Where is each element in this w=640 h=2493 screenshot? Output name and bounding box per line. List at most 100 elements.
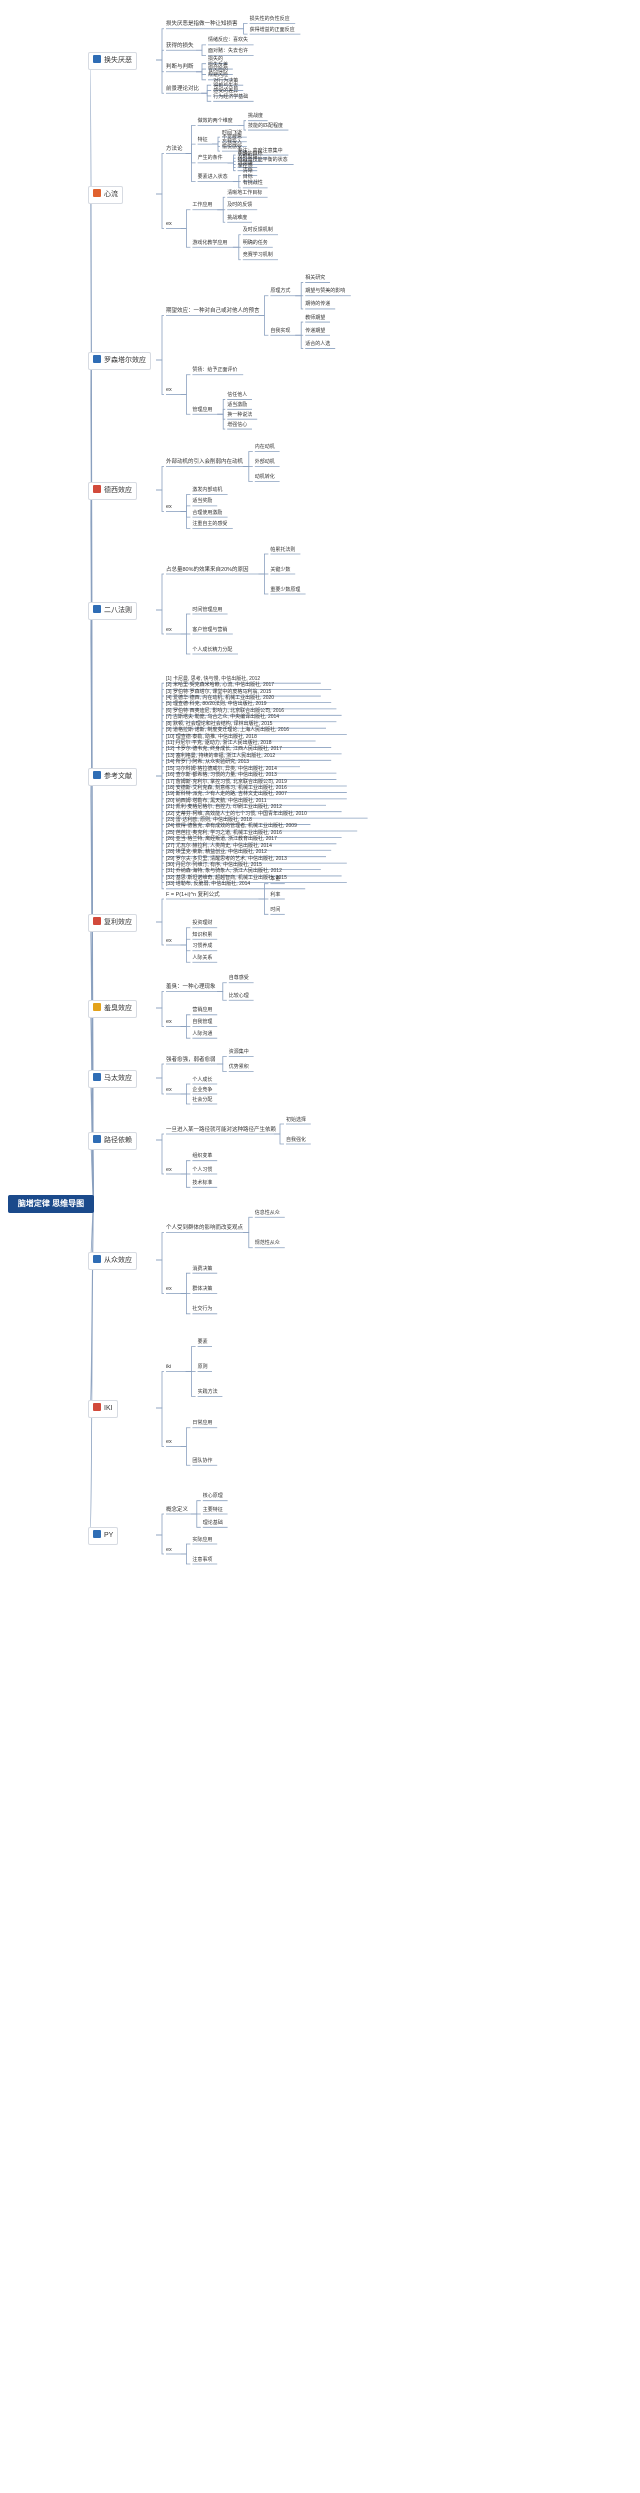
- node-b2-a2a[interactable]: 时间飞逝: [222, 129, 243, 136]
- node-b2-a2c[interactable]: 忘我投入: [222, 138, 243, 145]
- node-b7-a2[interactable]: 利率: [270, 891, 281, 898]
- node-b13-a1[interactable]: 核心原理: [202, 1493, 223, 1500]
- node-b8-b3[interactable]: 人际沟通: [192, 1030, 213, 1037]
- reference-item[interactable]: [31] 乔纳森·海特, 象与骑象人, 浙江人民出版社, 2012: [166, 868, 282, 875]
- node-b2-a1b[interactable]: 技能的匹配程度: [248, 122, 284, 129]
- node-b3-a2a[interactable]: 教师期望: [305, 314, 326, 321]
- node-b2-a3e[interactable]: 沉浸感: [237, 160, 253, 167]
- node-b4-a1[interactable]: 内在动机: [254, 444, 275, 450]
- node-b5-b[interactable]: ex: [166, 626, 172, 633]
- node-b2-a3[interactable]: 产生的条件: [197, 155, 223, 162]
- reference-item[interactable]: [9] 道格拉斯·诺斯, 制度变迁理论, 上海人民出版社, 2016: [166, 727, 290, 734]
- branch-b8[interactable]: 羞臭效应: [88, 1000, 137, 1018]
- branch-b1[interactable]: 换失厌恶: [88, 52, 137, 70]
- node-b3-b2b[interactable]: 适当激励: [227, 401, 248, 408]
- node-b2-b2c[interactable]: 竞赛学习机制: [242, 252, 273, 259]
- node-b12-b1[interactable]: 日常应用: [192, 1420, 213, 1427]
- reference-item[interactable]: [28] 埃里克·莱斯, 精益创业, 中信出版社, 2012: [166, 849, 267, 856]
- branch-b4[interactable]: 德西效应: [88, 482, 137, 500]
- node-b12-a2[interactable]: 原则: [197, 1364, 208, 1370]
- node-b1-b1[interactable]: 情绪反应：喜欢失: [208, 37, 249, 44]
- reference-item[interactable]: [17] 詹姆斯·克利尔, 掌控习惯, 北京联合出版公司, 2019: [166, 778, 287, 785]
- node-b7-b2[interactable]: 知识积累: [192, 931, 213, 938]
- node-b5-a[interactable]: 占总量80%的效果来自20%的原因: [166, 566, 249, 573]
- node-b12-b2[interactable]: 团队协作: [192, 1457, 213, 1464]
- branch-b2[interactable]: 心流: [88, 186, 123, 204]
- branch-b11[interactable]: 从众效应: [88, 1252, 137, 1270]
- node-b3-a2b[interactable]: 传递期望: [305, 327, 326, 334]
- node-b11-b1[interactable]: 消费决策: [192, 1265, 213, 1272]
- branch-b3[interactable]: 罗森塔尔效应: [88, 352, 151, 370]
- node-b10-a1[interactable]: 初始选择: [286, 1116, 307, 1123]
- reference-item[interactable]: [14] 所罗门·阿希, 从众实验研究, 2013: [166, 759, 250, 766]
- node-b11-b3[interactable]: 社交行为: [192, 1306, 213, 1313]
- node-b7-a3[interactable]: 时间: [270, 906, 281, 913]
- node-b11-b[interactable]: ex: [166, 1286, 172, 1292]
- reference-item[interactable]: [7] 古斯塔夫·勒庞, 乌合之众, 中央编译出版社, 2014: [166, 714, 280, 721]
- reference-item[interactable]: [22] 史蒂芬·柯维, 高效能人士的七个习惯, 中国青年出版社, 2010: [166, 810, 307, 817]
- node-b2-a2d[interactable]: 愉悦感受: [222, 143, 243, 150]
- node-b9-a2[interactable]: 优势累积: [228, 1064, 249, 1070]
- node-b7-a1[interactable]: 本金: [270, 876, 281, 883]
- reference-item[interactable]: [27] 尤瓦尔·赫拉利, 人类简史, 中信出版社, 2014: [166, 842, 272, 849]
- node-b3-a[interactable]: 期望效应：一种对自己或对他人的预言: [166, 308, 260, 314]
- node-b4-b1[interactable]: 激发内部动机: [192, 487, 223, 494]
- node-b8-b2[interactable]: 自我管理: [192, 1019, 213, 1025]
- node-b2-a3f[interactable]: 掌控感: [237, 163, 253, 170]
- reference-item[interactable]: [25] 芭芭拉·奥克利, 学习之道, 机械工业出版社, 2016: [166, 829, 282, 836]
- reference-item[interactable]: [29] 罗尔夫·多贝里, 清醒思考的艺术, 中信出版社, 2013: [166, 855, 287, 862]
- node-b4-b2[interactable]: 适当奖励: [192, 498, 213, 505]
- node-b8-a[interactable]: 羞臭：一种心理现象: [166, 984, 216, 990]
- node-b2-b1a[interactable]: 清晰地工作目标: [227, 189, 263, 196]
- node-b1-a2[interactable]: 获得增益的正面反应: [249, 26, 295, 33]
- node-b1-d[interactable]: 前景理论对比: [166, 85, 200, 92]
- node-b2-a1[interactable]: 做效的两个维度: [197, 117, 233, 124]
- node-b9-b[interactable]: ex: [166, 1086, 172, 1093]
- node-b7-b1[interactable]: 投资理财: [192, 920, 213, 927]
- node-b1-a[interactable]: 损失厌恶是指做一种让知损害: [166, 21, 238, 28]
- branch-b13[interactable]: PY: [88, 1527, 119, 1545]
- branch-b10[interactable]: 路径依赖: [88, 1132, 137, 1150]
- node-b8-b1[interactable]: 营销应用: [192, 1007, 213, 1014]
- branch-b6[interactable]: 参考文献: [88, 768, 137, 786]
- node-b2-a3c[interactable]: 及时反馈: [237, 153, 258, 160]
- node-b12-a3[interactable]: 实践方法: [197, 1389, 218, 1395]
- reference-item[interactable]: [8] 默顿, 社会理论和社会结构, 译林出版社, 2015: [166, 720, 273, 727]
- node-b1-c1[interactable]: 损失的: [208, 56, 224, 63]
- node-b2-b1b[interactable]: 及时的反馈: [227, 202, 253, 209]
- node-b10-b[interactable]: ex: [166, 1166, 172, 1173]
- node-b1-c2[interactable]: 损失反差: [208, 61, 229, 68]
- node-b2-a4b[interactable]: 目标: [242, 174, 253, 181]
- node-b8-b[interactable]: ex: [166, 1019, 172, 1025]
- node-b1-d1[interactable]: 对行为决策: [213, 77, 239, 84]
- node-b2-a[interactable]: 方法论: [166, 146, 183, 152]
- node-b4-b3[interactable]: 合理使用激励: [192, 509, 223, 516]
- reference-item[interactable]: [5] 理查德·科克, 80/20法则, 中信出版社, 2019: [166, 701, 267, 708]
- node-b5-a2[interactable]: 关键少数: [270, 566, 291, 573]
- node-b5-b3[interactable]: 个人成长精力分配: [192, 646, 233, 653]
- node-b2-b2a[interactable]: 及时反馈机制: [242, 227, 273, 234]
- branch-b12[interactable]: IKI: [88, 1400, 118, 1418]
- reference-item[interactable]: [26] 亚当·格兰特, 离经叛道, 浙江教育出版社, 2017: [166, 836, 277, 843]
- reference-item[interactable]: [1] 卡尼曼, 思考, 快与慢, 中信出版社, 2012: [166, 675, 261, 682]
- node-b13-b2[interactable]: 注意事项: [192, 1556, 213, 1563]
- reference-item[interactable]: [15] 马尔科姆·格拉德威尔, 异类, 中信出版社, 2014: [166, 765, 277, 772]
- node-b4-a[interactable]: 外部动机的引入会削弱内在动机: [166, 459, 244, 465]
- node-b9-a1[interactable]: 资源集中: [228, 1049, 249, 1055]
- node-b2-b2b[interactable]: 明确的任务: [242, 239, 268, 246]
- node-b4-a2[interactable]: 外部动机: [254, 459, 275, 465]
- node-b10-b3[interactable]: 技术标准: [192, 1179, 213, 1186]
- node-b3-b2a[interactable]: 信任他人: [227, 391, 248, 398]
- node-b8-a1[interactable]: 自尊感受: [228, 975, 249, 982]
- node-b2-b2[interactable]: 游戏化教学应用: [192, 239, 228, 246]
- reference-item[interactable]: [32] 基思·斯坦诺维奇, 超越智商, 机械工业出版社, 2015: [166, 874, 287, 881]
- node-b4-b[interactable]: ex: [166, 504, 172, 510]
- node-b1-c[interactable]: 判断与判断: [166, 64, 194, 71]
- node-b3-a2c[interactable]: 适合的人选: [305, 340, 331, 347]
- node-b4-b4[interactable]: 注重自主的感受: [192, 520, 228, 527]
- branch-b5[interactable]: 二八法则: [88, 602, 137, 620]
- node-b2-b1[interactable]: 工作应用: [192, 202, 213, 209]
- node-b3-a1b[interactable]: 期望与赞美的影响: [305, 288, 346, 295]
- node-b3-a2[interactable]: 自我实现: [270, 327, 291, 334]
- node-b5-a1[interactable]: 帕累托法则: [270, 546, 296, 553]
